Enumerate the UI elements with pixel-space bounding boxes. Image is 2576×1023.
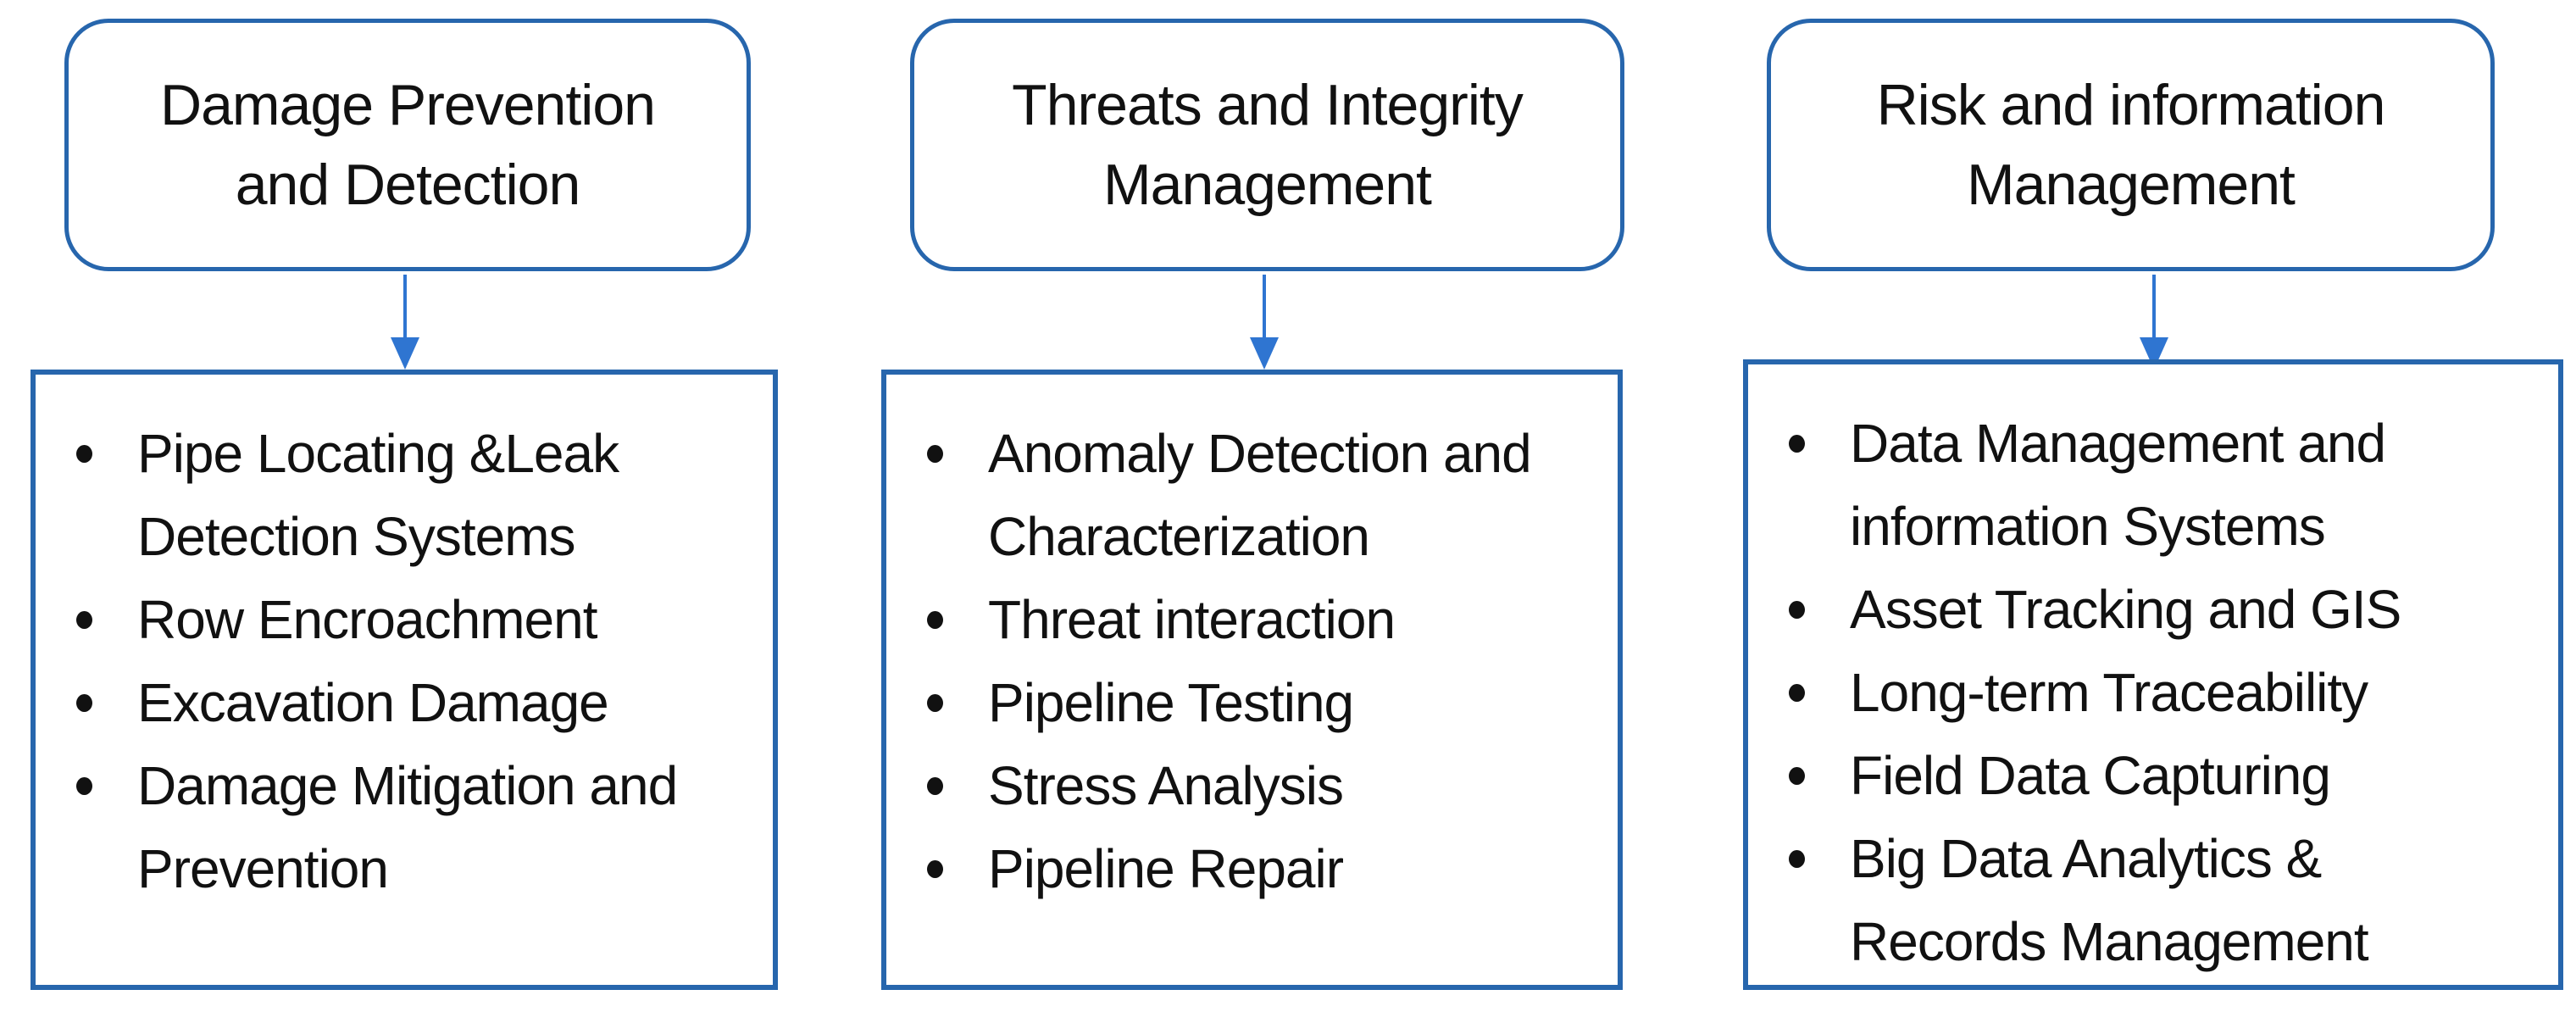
header-box-risk-information: Risk and information Management: [1767, 19, 2495, 271]
arrow-head-icon: [391, 337, 419, 370]
bullet-list: Data Management and information Systems …: [1748, 364, 2558, 983]
header-box-threats-integrity: Threats and Integrity Management: [910, 19, 1624, 271]
arrow-line: [403, 275, 407, 339]
down-arrow: [388, 275, 422, 371]
list-item: Row Encroachment: [75, 578, 697, 661]
list-item: Field Data Capturing: [1787, 734, 2477, 817]
list-item: Asset Tracking and GIS: [1787, 568, 2477, 651]
down-arrow: [1247, 275, 1281, 371]
list-item: Data Management and information Systems: [1787, 402, 2477, 568]
arrow-line: [2152, 275, 2156, 339]
list-box-risk-information: Data Management and information Systems …: [1743, 359, 2563, 990]
bullet-list: Pipe Locating &Leak Detection Systems Ro…: [36, 375, 773, 910]
list-item: Pipeline Testing: [925, 661, 1547, 744]
list-item: Stress Analysis: [925, 744, 1547, 827]
header-title: Threats and Integrity Management: [1012, 73, 1524, 217]
list-box-damage-prevention: Pipe Locating &Leak Detection Systems Ro…: [31, 370, 778, 990]
arrow-line: [1263, 275, 1266, 339]
down-arrow: [2137, 275, 2171, 371]
list-item: Excavation Damage: [75, 661, 697, 744]
header-title: Risk and information Management: [1876, 73, 2386, 217]
list-item: Threat interaction: [925, 578, 1547, 661]
list-item: Pipe Locating &Leak Detection Systems: [75, 412, 697, 578]
list-box-threats-integrity: Anomaly Detection and Characterization T…: [881, 370, 1623, 990]
list-item: Long-term Traceability: [1787, 651, 2477, 734]
list-item: Big Data Analytics & Records Management: [1787, 817, 2477, 983]
list-item: Damage Mitigation and Prevention: [75, 744, 697, 910]
header-box-damage-prevention: Damage Prevention and Detection: [64, 19, 751, 271]
bullet-list: Anomaly Detection and Characterization T…: [886, 375, 1618, 910]
header-title: Damage Prevention and Detection: [159, 73, 656, 217]
list-item: Pipeline Repair: [925, 827, 1547, 910]
arrow-head-icon: [1250, 337, 1279, 370]
list-item: Anomaly Detection and Characterization: [925, 412, 1547, 578]
